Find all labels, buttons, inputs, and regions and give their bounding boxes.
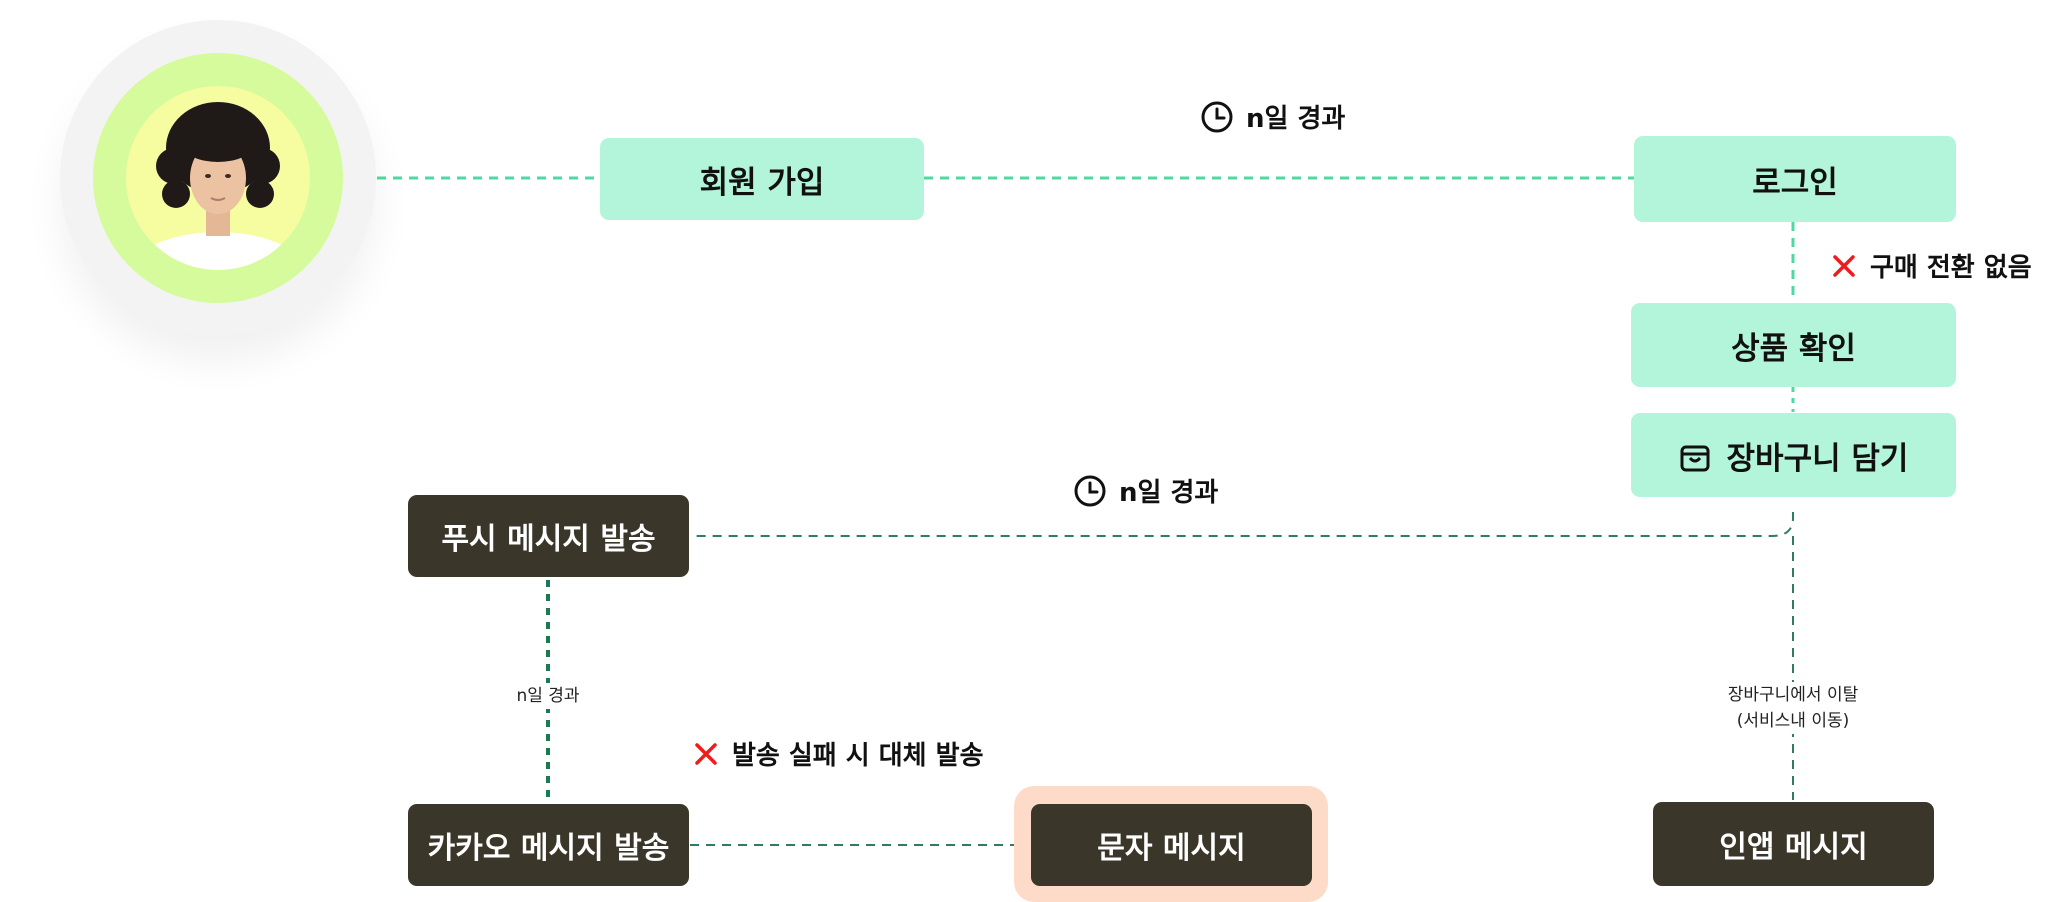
elapsed-label-top: n일 경과: [1200, 98, 1345, 135]
no-conversion-label: 구매 전환 없음: [1832, 247, 2032, 284]
push-node: 푸시 메시지 발송: [408, 495, 689, 577]
inapp-node: 인앱 메시지: [1653, 802, 1934, 886]
person-illustration: [127, 102, 309, 270]
elapsed-label-top-text: n일 경과: [1246, 104, 1346, 134]
close-icon: [1832, 254, 1856, 278]
elapsed-label-mid-text: n일 경과: [1119, 478, 1219, 508]
elapsed-label-mid: n일 경과: [1073, 472, 1218, 509]
close-icon: [694, 742, 718, 766]
signup-node: 회원 가입: [600, 138, 924, 220]
no-conversion-text: 구매 전환 없음: [1870, 253, 2032, 283]
fallback-label: 발송 실패 시 대체 발송: [694, 735, 984, 772]
kakao-node: 카카오 메시지 발송: [408, 804, 689, 886]
product-view-node: 상품 확인: [1631, 303, 1956, 387]
shopping-bag-icon: [1679, 438, 1711, 472]
cart-exit-line2: (서비스내 이동): [1736, 711, 1850, 731]
add-to-cart-label: 장바구니 담기: [1726, 440, 1909, 477]
clock-icon: [1073, 474, 1107, 508]
sms-node: 문자 메시지: [1031, 804, 1312, 886]
fallback-text: 발송 실패 시 대체 발송: [732, 741, 984, 771]
avatar: [126, 86, 310, 270]
connector-cart-push: [690, 512, 1794, 537]
add-to-cart-node: 장바구니 담기: [1631, 413, 1956, 497]
login-node: 로그인: [1634, 136, 1956, 222]
cart-exit-label: 장바구니에서 이탈 (서비스내 이동): [1703, 682, 1883, 734]
clock-icon: [1200, 100, 1234, 134]
cart-exit-line1: 장바구니에서 이탈: [1727, 685, 1859, 705]
elapsed-label-small: n일 경과: [506, 683, 590, 709]
